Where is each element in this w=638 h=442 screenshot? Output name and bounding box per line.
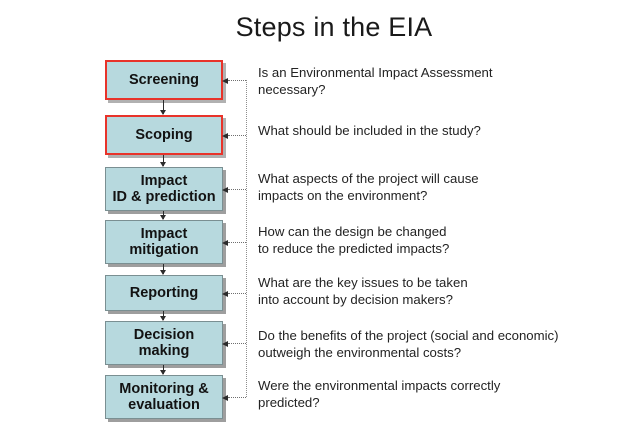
flow-step-label: Reporting (129, 284, 199, 301)
flow-connector-arrow-6 (160, 365, 166, 375)
feedback-branch-1 (222, 77, 246, 84)
flow-step-2[interactable]: Scoping (105, 115, 223, 155)
question-text-6: Do the benefits of the project (social a… (258, 328, 559, 361)
question-text-7: Were the environmental impacts correctly… (258, 378, 501, 411)
flow-connector-arrow-4 (160, 264, 166, 275)
flow-connector-arrow-1 (160, 100, 166, 115)
flow-step-label: Monitoring &evaluation (119, 380, 209, 413)
feedback-branch-7 (222, 394, 246, 401)
flow-step-5[interactable]: Reporting (105, 275, 223, 311)
flow-connector-arrow-5 (160, 311, 166, 321)
flow-step-1[interactable]: Screening (105, 60, 223, 100)
flow-connector-arrow-2 (160, 155, 166, 167)
feedback-branch-3 (222, 186, 246, 193)
flow-connector-arrow-3 (160, 211, 166, 220)
feedback-branch-4 (222, 239, 246, 246)
feedback-branch-2 (222, 132, 246, 139)
flow-step-label: Scoping (135, 126, 193, 143)
feedback-branch-5 (222, 290, 246, 297)
question-text-1: Is an Environmental Impact Assessment ne… (258, 65, 493, 98)
feedback-branch-6 (222, 340, 246, 347)
question-text-4: How can the design be changed to reduce … (258, 224, 450, 257)
feedback-rail (246, 80, 247, 397)
flow-step-7[interactable]: Monitoring &evaluation (105, 375, 223, 419)
question-text-3: What aspects of the project will cause i… (258, 171, 479, 204)
flow-step-label: Screening (128, 71, 200, 88)
question-text-5: What are the key issues to be taken into… (258, 275, 468, 308)
question-text-2: What should be included in the study? (258, 123, 481, 138)
page-title: Steps in the EIA (235, 12, 433, 42)
